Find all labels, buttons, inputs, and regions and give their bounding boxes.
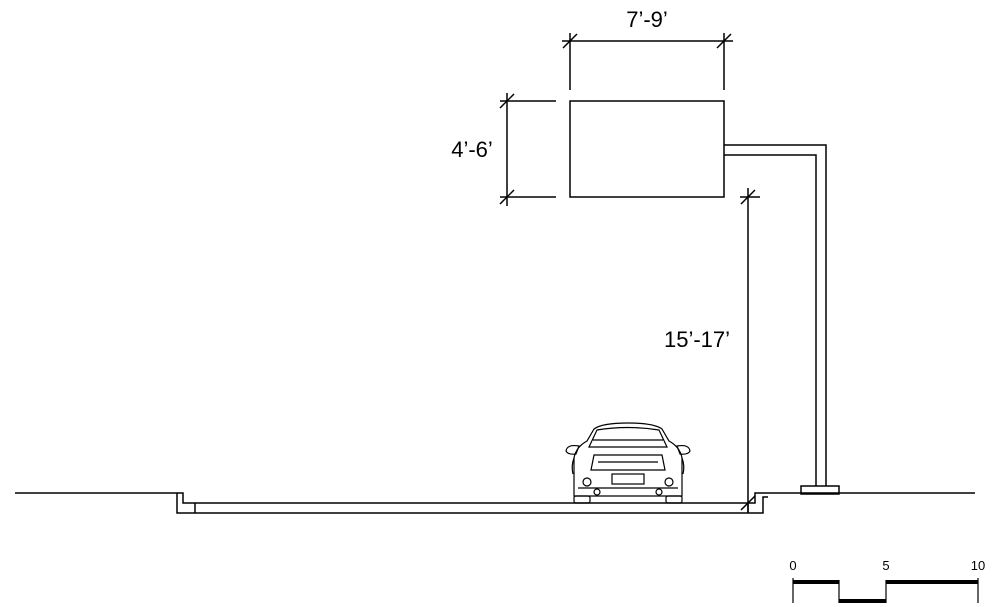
scale-label-10: 10 xyxy=(971,558,985,573)
dimension-height: 4’-6’ xyxy=(451,93,556,206)
scale-label-5: 5 xyxy=(882,558,889,573)
dimension-clearance: 15’-17’ xyxy=(664,188,760,512)
scale-bar: 0 5 10 xyxy=(789,558,985,603)
ground-and-roadway xyxy=(15,492,975,514)
sign-height-label: 4’-6’ xyxy=(451,137,493,162)
sign-width-label: 7’-9’ xyxy=(626,7,668,32)
sign-post xyxy=(724,144,840,495)
clearance-label: 15’-17’ xyxy=(664,327,730,352)
dimension-width: 7’-9’ xyxy=(562,7,733,90)
car-icon xyxy=(565,422,691,504)
sign-panel xyxy=(569,100,725,198)
scale-label-0: 0 xyxy=(789,558,796,573)
